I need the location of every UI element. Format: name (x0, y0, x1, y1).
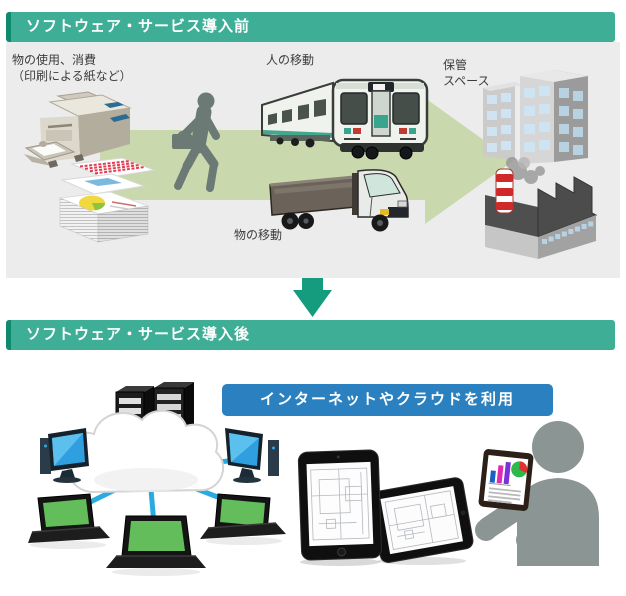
before-section-title: ソフトウェア・サービス導入前 (26, 18, 251, 35)
laptop-icon (200, 493, 286, 539)
before-section-header: ソフトウェア・サービス導入前 (6, 12, 615, 42)
factory-icon (485, 157, 598, 259)
label-consumption-line1: 物の使用、消費 (12, 53, 97, 67)
label-people-movement: 人の移動 (266, 53, 315, 67)
down-arrow-icon (293, 278, 332, 317)
office-building-icon (483, 70, 588, 164)
label-storage-space: 保管 スペース (443, 57, 490, 89)
person-with-tablet-icon (475, 421, 599, 566)
label-consumption-line2: （印刷による紙など） (12, 69, 132, 83)
train-icon (261, 78, 429, 160)
after-section-header: ソフトウェア・サービス導入後 (6, 320, 615, 350)
server-cloud-network (28, 382, 286, 576)
tablet-chart-screen (478, 449, 534, 511)
laptop-icon (28, 493, 110, 543)
internet-cloud-banner: インターネットやクラウドを利用 (222, 384, 553, 416)
label-storage-line2: スペース (443, 74, 490, 88)
flow-arrow-icon (100, 98, 513, 224)
tablet-icon (297, 449, 382, 566)
label-consumption: 物の使用、消費 （印刷による紙など） (12, 52, 132, 84)
paper-stack-icon (58, 158, 156, 243)
before-section-panel: 物の使用、消費 （印刷による紙など） 人の移動 保管 スペース 物の移動 (6, 42, 620, 278)
label-storage-line1: 保管 (443, 58, 468, 72)
laptop-icon (106, 515, 206, 568)
after-section-title: ソフトウェア・サービス導入後 (26, 326, 251, 343)
label-goods-movement: 物の移動 (234, 228, 283, 242)
tablet-icon (369, 477, 474, 565)
cloud-icon (67, 409, 225, 494)
printer-icon (24, 91, 132, 168)
desktop-monitor-icon (40, 428, 89, 483)
desktop-monitor-icon (225, 428, 279, 483)
walking-person-icon (172, 92, 220, 192)
truck-icon (269, 169, 409, 232)
